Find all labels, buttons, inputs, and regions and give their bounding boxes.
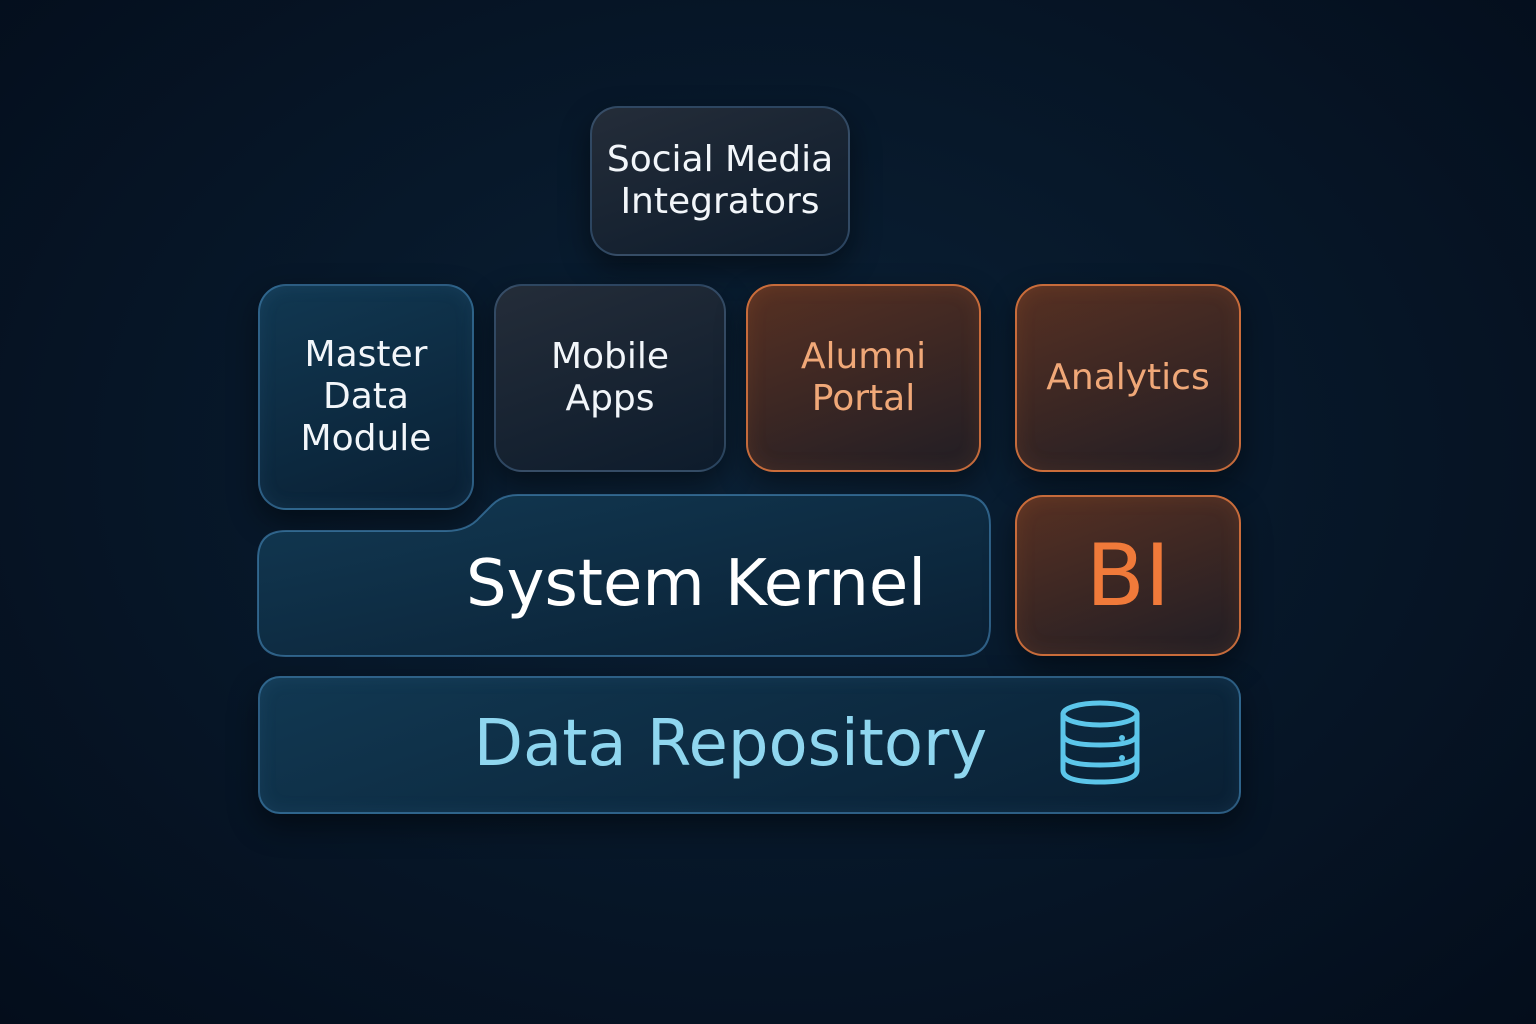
bi-label: BI	[1085, 525, 1171, 626]
mobile-apps-label: Mobile Apps	[550, 336, 670, 419]
bi-box: BI	[1015, 495, 1241, 656]
social-media-integrators-label: Social Media Integrators	[606, 139, 834, 222]
database-icon	[1060, 700, 1140, 785]
analytics-box: Analytics	[1015, 284, 1241, 472]
analytics-label: Analytics	[1046, 357, 1210, 398]
mobile-apps-box: Mobile Apps	[494, 284, 726, 472]
master-data-module-label: Master Data Module	[300, 334, 432, 459]
master-data-module-box: Master Data Module	[258, 284, 474, 510]
alumni-portal-label: Alumni Portal	[800, 336, 927, 419]
system-kernel-label: System Kernel	[466, 547, 927, 621]
system-kernel-box	[257, 494, 991, 657]
data-repository-label: Data Repository	[473, 707, 988, 781]
alumni-portal-box: Alumni Portal	[746, 284, 981, 472]
social-media-integrators-box: Social Media Integrators	[590, 106, 850, 256]
